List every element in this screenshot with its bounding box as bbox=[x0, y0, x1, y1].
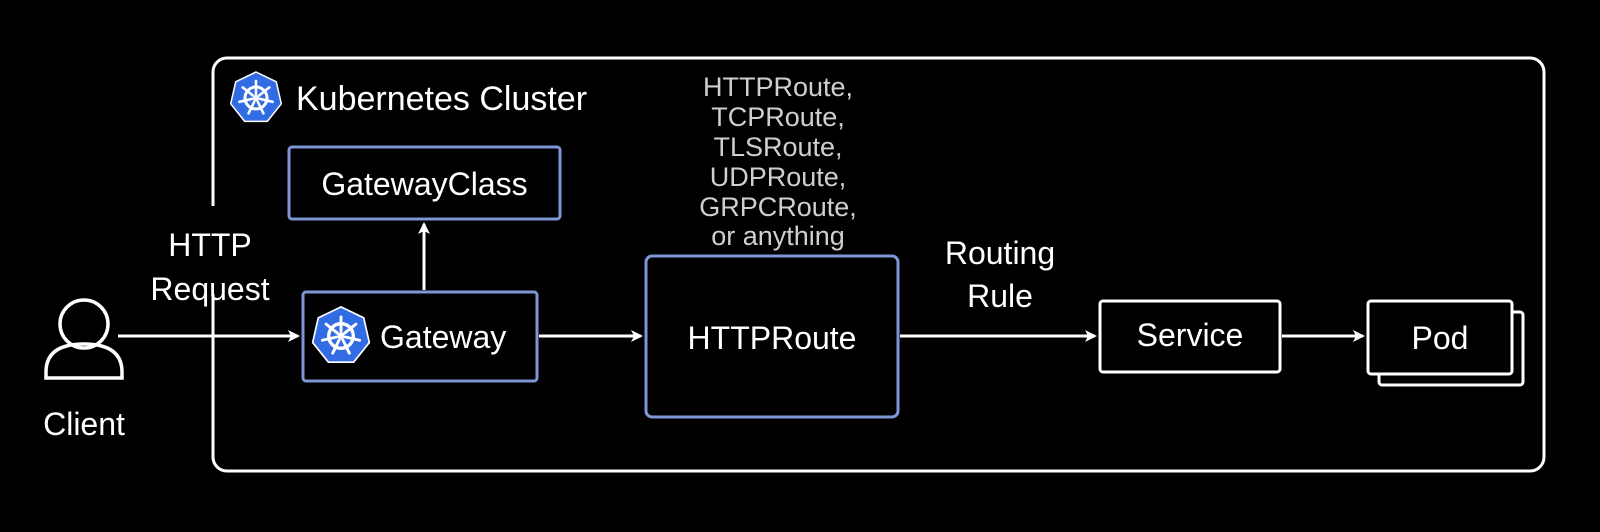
routing-rule-label-line2: Rule bbox=[967, 278, 1033, 314]
service-box bbox=[1098, 299, 1282, 374]
gateway-box bbox=[301, 290, 539, 383]
routing-rule-label-line1: Routing bbox=[945, 235, 1055, 271]
gatewayclass-label: GatewayClass bbox=[321, 166, 527, 202]
gateway-label: Gateway bbox=[380, 319, 506, 355]
gatewayclass-box bbox=[287, 145, 562, 221]
pod-box bbox=[1366, 299, 1514, 376]
http-request-label-line1: HTTP bbox=[168, 227, 252, 263]
httproute-box bbox=[644, 254, 900, 419]
service-label: Service bbox=[1137, 317, 1244, 353]
route-type-item: GRPCRoute, bbox=[699, 192, 857, 222]
cluster-border-gap bbox=[206, 206, 220, 294]
httproute-label: HTTPRoute bbox=[688, 320, 857, 356]
kubernetes-cluster-icon bbox=[229, 70, 283, 123]
route-type-item: or anything bbox=[711, 221, 845, 251]
person-icon bbox=[44, 298, 124, 380]
route-type-item: HTTPRoute, bbox=[703, 72, 853, 102]
route-type-item: TCPRoute, bbox=[711, 102, 845, 132]
http-request-label-line2: Request bbox=[150, 271, 269, 307]
route-type-item: TLSRoute, bbox=[713, 132, 842, 162]
route-type-item: UDPRoute, bbox=[710, 162, 847, 192]
route-types-list: HTTPRoute, TCPRoute, TLSRoute, UDPRoute,… bbox=[699, 72, 857, 251]
pod-label: Pod bbox=[1412, 320, 1469, 356]
client-label: Client bbox=[43, 406, 125, 442]
cluster-title: Kubernetes Cluster bbox=[296, 80, 587, 118]
